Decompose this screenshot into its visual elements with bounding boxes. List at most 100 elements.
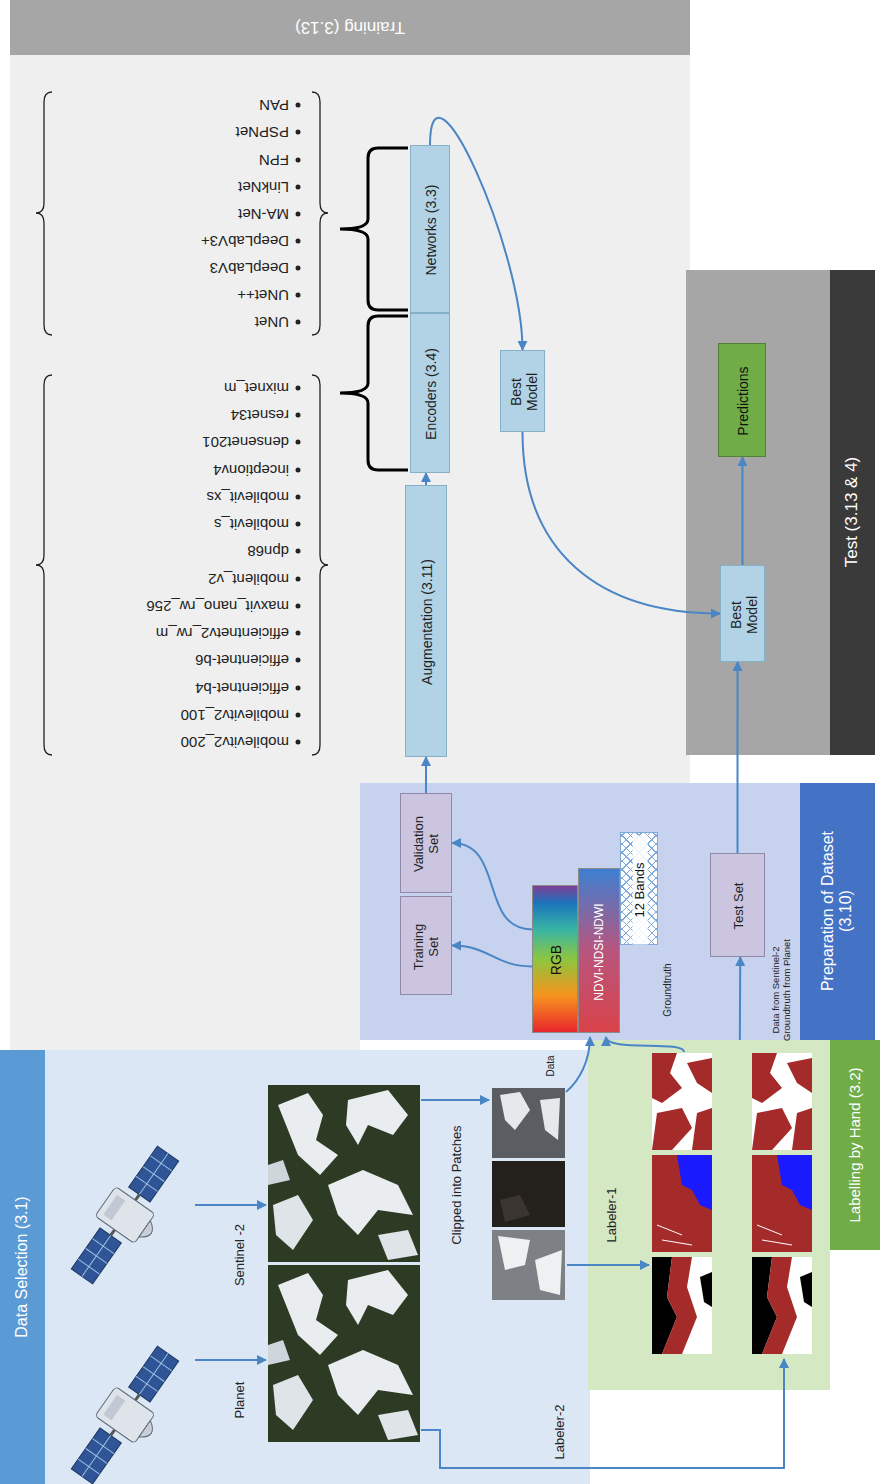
box-text: Networks (3.3) — [423, 151, 439, 309]
process-box: Encoders (3.4) — [410, 313, 450, 473]
flow-arrow — [195, 1037, 784, 1468]
dataset-box: Test Set — [710, 853, 765, 957]
list-bullet — [296, 212, 301, 217]
mask-image — [752, 1155, 812, 1252]
mask-image — [652, 1053, 712, 1150]
process-box: Augmentation (3.11) — [405, 485, 447, 757]
patch-image — [492, 1230, 565, 1300]
flow-arrow — [425, 473, 427, 485]
box-text: RGB — [548, 891, 564, 1029]
list-brace — [312, 92, 328, 335]
box-text: Encoders (3.4) — [423, 319, 439, 469]
list-bullet — [296, 293, 301, 298]
list-bullet — [296, 130, 301, 135]
list-item: densenet201 — [89, 433, 289, 450]
list-bullet — [296, 239, 301, 244]
list-item: efficientnet-b6 — [89, 651, 289, 668]
patch-image — [500, 1092, 560, 1140]
process-box: Best Model — [500, 350, 545, 432]
scene-image — [268, 1085, 420, 1262]
mask-image — [652, 1257, 712, 1354]
list-item: DeepLabV3 — [89, 259, 289, 276]
list-item: mixnet_m — [89, 379, 289, 396]
flow-arrow — [739, 957, 741, 1040]
list-bullet — [296, 468, 301, 473]
list-item: maxvit_nano_rw_256 — [89, 597, 289, 614]
list-bullet — [296, 103, 301, 108]
list-item: mobilevit_xs — [89, 488, 289, 505]
mask-image — [652, 1155, 712, 1252]
flow-arrow — [195, 1204, 266, 1206]
flow-arrow — [452, 843, 532, 929]
list-item: mobilent_v2 — [89, 570, 289, 587]
list-bullet — [296, 740, 301, 745]
section-panel: Data Selection (3.1) Sentinel -2 Planet — [0, 1050, 590, 1484]
panel-heading: Training (3.13) — [295, 17, 405, 37]
result-box: Predictions — [718, 343, 766, 457]
band-box: 12 Bands — [620, 832, 658, 945]
box-text: Test Set — [731, 875, 746, 937]
list-item: MA-Net — [89, 205, 289, 222]
satellite-icon — [62, 1140, 194, 1295]
section-panel: Labelling by Hand (3.2) — [588, 1040, 880, 1390]
band-box: NDVI-NDSI-NDWI — [578, 868, 620, 1033]
flow-arrow — [421, 1359, 784, 1468]
annotation-label: Labeler-2 — [553, 1405, 568, 1460]
list-bullet — [296, 320, 301, 325]
section-panel: Test (3.13 & 4)Best ModelPredictions — [686, 270, 875, 755]
list-item: FPN — [89, 151, 289, 168]
list-item: PSPNet — [89, 123, 289, 140]
mask-image — [752, 1053, 812, 1150]
list-bullet — [296, 386, 301, 391]
panel-ground — [10, 55, 690, 783]
flow-arrow — [421, 1099, 489, 1101]
box-text: Training Set — [412, 916, 442, 978]
list-brace — [36, 375, 52, 755]
patch-image — [492, 1088, 565, 1300]
list-bullet — [296, 185, 301, 190]
dataset-box: Training Set — [400, 896, 452, 995]
panel-ground — [588, 1040, 830, 1390]
mask-image — [752, 1257, 812, 1354]
list-bullet — [296, 686, 301, 691]
list-brace — [312, 375, 328, 755]
panel-heading: Labelling by Hand (3.2) — [846, 1067, 863, 1222]
band-box: RGB — [532, 885, 578, 1033]
box-text: NDVI-NDSI-NDWI — [593, 874, 607, 1029]
box-text: Predictions — [735, 349, 751, 453]
edge-label: Data from Sentinel-2 Groundtruth from Pl… — [771, 929, 793, 1051]
list-item: efficientnetv2_rw_m — [89, 624, 289, 641]
panel-heading: Data Selection (3.1) — [13, 1196, 31, 1337]
flow-arrow — [567, 1264, 649, 1266]
annotation-label: Clipped into Patches — [450, 1125, 465, 1244]
list-brace — [36, 92, 328, 755]
list-bullet — [296, 440, 301, 445]
list-bullet — [296, 413, 301, 418]
satellite-node: Sentinel -2 — [60, 1130, 258, 1300]
panel-heading: Preparation of Dataset (3.10) — [819, 816, 856, 1006]
panel-ground — [0, 1050, 590, 1484]
panel-ground — [10, 783, 360, 1050]
list-item: LinkNet — [89, 178, 289, 195]
dataset-box: Validation Set — [400, 793, 452, 893]
panel-heading: Planet — [233, 1382, 248, 1419]
satellite-icon — [62, 1340, 194, 1484]
satellite-icon — [62, 1140, 194, 1484]
list-bullet — [296, 604, 301, 609]
box-text: Best Model — [507, 367, 539, 417]
flow-arrow — [566, 1037, 590, 1092]
list-item: dpn68 — [89, 542, 289, 559]
list-bullet — [296, 631, 301, 636]
list-item: DeepLabV3+ — [89, 232, 289, 249]
flow-arrow — [430, 118, 523, 350]
group-bracket — [340, 148, 408, 310]
patch-image — [492, 1088, 565, 1158]
list-item: UNet++ — [89, 286, 289, 303]
list-bullet — [296, 658, 301, 663]
list-bullet — [296, 158, 301, 163]
box-text: 12 Bands — [633, 835, 648, 944]
list-bullet — [296, 577, 301, 582]
list-item: mobilevit_s — [89, 515, 289, 532]
list-bullet — [296, 103, 301, 745]
